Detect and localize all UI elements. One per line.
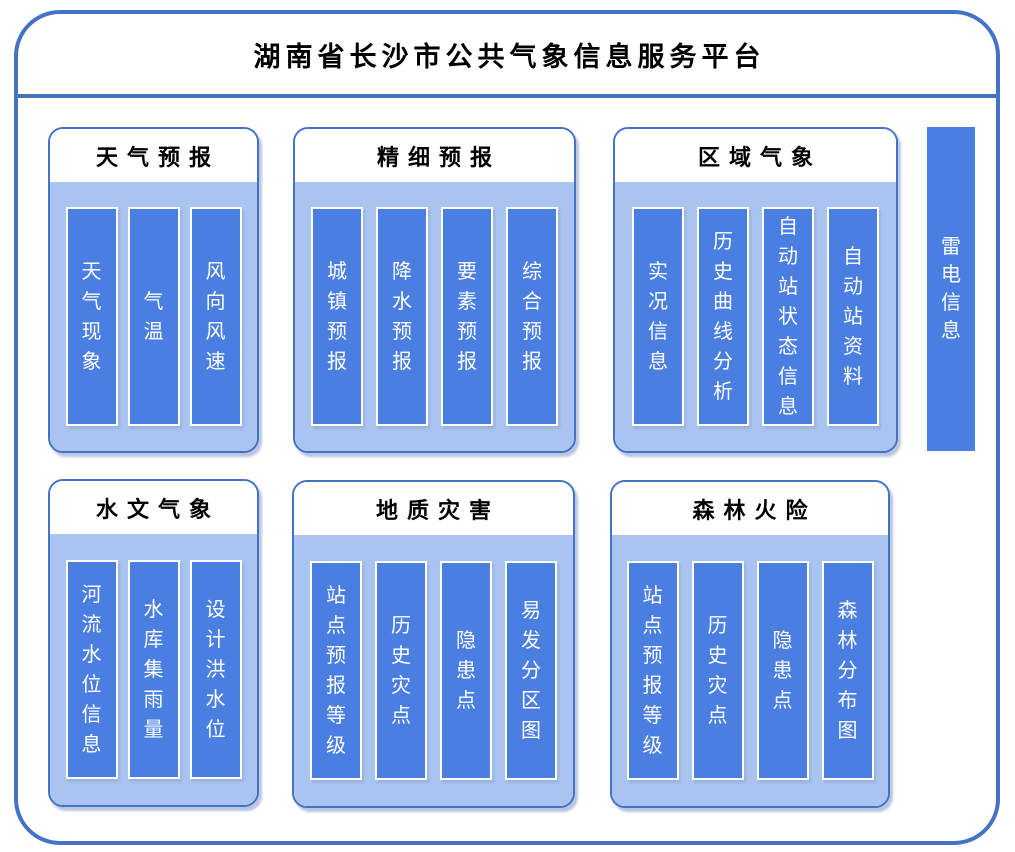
item-bar-label: 天气现象: [81, 260, 102, 373]
item-bar-river-water-level-info: 河流水位信息: [65, 560, 118, 779]
panel-regional-meteorology-body: 实况信息 历史曲线分析 自动站状态信息 自动站资料: [615, 182, 896, 451]
item-bar-hidden-danger-points: 隐患点: [756, 561, 809, 780]
panel-geological-disaster-body: 站点预报等级 历史灾点 隐患点 易发分区图: [294, 535, 573, 806]
item-bar-weather-phenomena: 天气现象: [65, 207, 118, 426]
item-bar-comprehensive-forecast: 综合预报: [506, 207, 558, 426]
item-bar-label: 站点预报等级: [326, 584, 346, 757]
item-bar-historical-disaster-points: 历史灾点: [375, 561, 427, 780]
item-bar-label: 风向风速: [205, 260, 226, 373]
item-bar-label: 城镇预报: [327, 260, 347, 373]
panel-fine-forecast-title: 精细预报: [295, 129, 574, 182]
item-bar-station-forecast-level: 站点预报等级: [626, 561, 679, 780]
item-bar-label: 要素预报: [457, 260, 477, 373]
item-bar-element-forecast: 要素预报: [441, 207, 493, 426]
panel-fine-forecast: 精细预报 城镇预报 降水预报 要素预报 综合预报: [293, 127, 576, 453]
page-title: 湖南省长沙市公共气象信息服务平台: [253, 41, 766, 72]
item-bar-label: 降水预报: [392, 260, 412, 373]
panel-weather-forecast: 天气预报 天气现象 气温 风向风速: [48, 127, 259, 453]
item-bar-label: 设计洪水位: [205, 598, 226, 741]
panel-weather-forecast-body: 天气现象 气温 风向风速: [50, 182, 257, 451]
item-bar-reservoir-rainfall: 水库集雨量: [127, 560, 180, 779]
item-bar-label: 自动站状态信息: [778, 215, 798, 418]
item-bar-forest-distribution-map: 森林分布图: [821, 561, 874, 780]
item-bar-label: 气温: [143, 290, 164, 343]
item-bar-label: 隐患点: [456, 629, 476, 712]
item-bar-label: 综合预报: [522, 260, 542, 373]
item-bar-label: 历史曲线分析: [713, 230, 733, 403]
item-bar-station-forecast-level: 站点预报等级: [310, 561, 362, 780]
item-bar-precipitation-forecast: 降水预报: [376, 207, 428, 426]
item-bar-label: 站点预报等级: [642, 584, 663, 757]
item-bar-hidden-danger-points: 隐患点: [440, 561, 492, 780]
item-bar-live-info: 实况信息: [632, 207, 684, 426]
item-bar-autostation-data: 自动站资料: [827, 207, 879, 426]
panel-forest-fire-risk-title: 森林火险: [612, 482, 888, 535]
item-bar-label: 自动站资料: [843, 245, 863, 388]
item-bar-susceptibility-zone-map: 易发分区图: [505, 561, 557, 780]
item-bar-label: 历史灾点: [707, 614, 728, 727]
item-bar-label: 易发分区图: [521, 599, 541, 742]
panel-forest-fire-risk-body: 站点预报等级 历史灾点 隐患点 森林分布图: [612, 535, 888, 806]
item-bar-autostation-status-info: 自动站状态信息: [762, 207, 814, 426]
lightning-info-bar: 雷电信息: [927, 127, 975, 451]
panel-forest-fire-risk: 森林火险 站点预报等级 历史灾点 隐患点 森林分布图: [610, 480, 890, 808]
panel-hydrological-meteorology-title: 水文气象: [50, 481, 257, 534]
panel-geological-disaster: 地质灾害 站点预报等级 历史灾点 隐患点 易发分区图: [292, 480, 575, 808]
panel-regional-meteorology-title: 区域气象: [615, 129, 896, 182]
panel-weather-forecast-title: 天气预报: [50, 129, 257, 182]
item-bar-wind-direction-speed: 风向风速: [189, 207, 242, 426]
item-bar-label: 河流水位信息: [81, 583, 102, 756]
item-bar-historical-disaster-points: 历史灾点: [691, 561, 744, 780]
item-bar-label: 水库集雨量: [143, 598, 164, 741]
panel-regional-meteorology: 区域气象 实况信息 历史曲线分析 自动站状态信息 自动站资料: [613, 127, 898, 453]
title-band: 湖南省长沙市公共气象信息服务平台: [18, 14, 996, 98]
item-bar-label: 实况信息: [648, 260, 668, 373]
lightning-info-label: 雷电信息: [941, 236, 961, 342]
item-bar-town-forecast: 城镇预报: [311, 207, 363, 426]
panel-geological-disaster-title: 地质灾害: [294, 482, 573, 535]
panel-hydrological-meteorology: 水文气象 河流水位信息 水库集雨量 设计洪水位: [48, 479, 259, 807]
item-bar-design-flood-level: 设计洪水位: [189, 560, 242, 779]
item-bar-label: 历史灾点: [391, 614, 411, 727]
panel-fine-forecast-body: 城镇预报 降水预报 要素预报 综合预报: [295, 182, 574, 451]
item-bar-temperature: 气温: [127, 207, 180, 426]
item-bar-history-curve-analysis: 历史曲线分析: [697, 207, 749, 426]
item-bar-label: 森林分布图: [837, 599, 858, 742]
panel-hydrological-meteorology-body: 河流水位信息 水库集雨量 设计洪水位: [50, 534, 257, 805]
item-bar-label: 隐患点: [772, 629, 793, 712]
